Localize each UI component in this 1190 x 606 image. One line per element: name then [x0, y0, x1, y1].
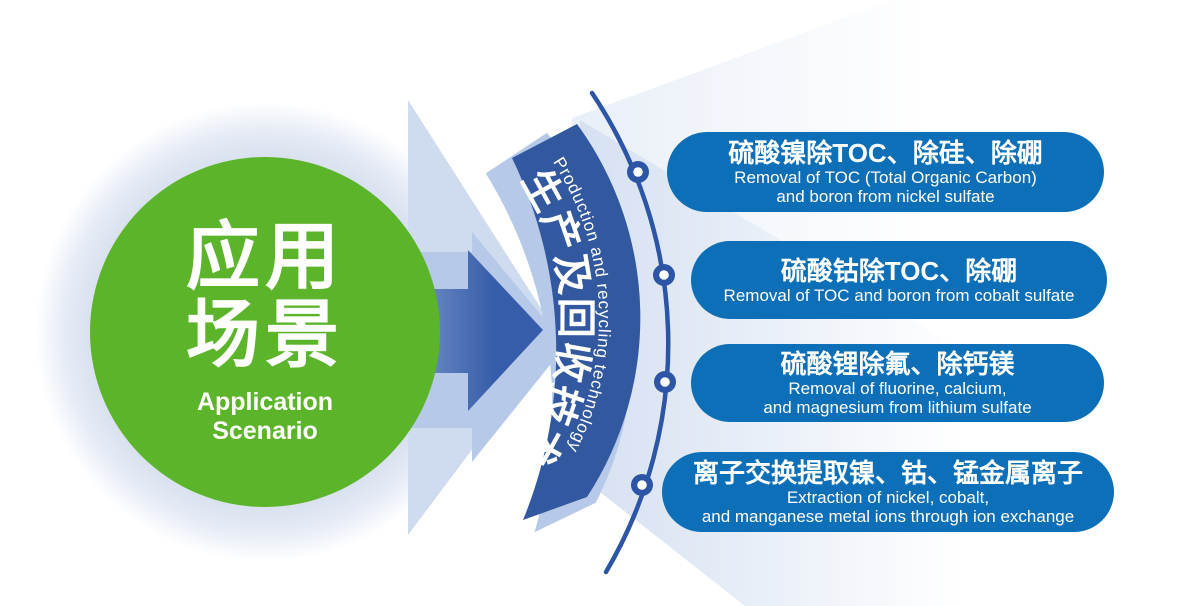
card-desc-en-line2: and magnesium from lithium sulfate	[763, 398, 1032, 417]
timeline-curve	[589, 90, 671, 575]
curved-banner	[512, 124, 641, 520]
card-desc-en-line1: Removal of TOC (Total Organic Carbon)	[734, 168, 1037, 187]
scenario-card-2: 硫酸钴除TOC、除硼 Removal of TOC and boron from…	[691, 241, 1107, 319]
scenario-card-3: 硫酸锂除氟、除钙镁 Removal of fluorine, calcium, …	[691, 344, 1104, 422]
card-desc-en-line2: and boron from nickel sulfate	[776, 187, 995, 206]
card-desc-en-line2: and manganese metal ions through ion exc…	[701, 507, 1075, 526]
card-desc-en-line1: Removal of fluorine, calcium,	[788, 379, 1007, 398]
application-circle	[90, 157, 440, 507]
scenario-card-4: 离子交换提取镍、钴、锰金属离子 Extraction of nickel, co…	[662, 452, 1114, 532]
timeline-node-4	[631, 474, 653, 496]
timeline-node-1	[627, 161, 649, 183]
card-title-cn: 硫酸钴除TOC、除硼	[780, 255, 1018, 286]
scenario-card-1: 硫酸镍除TOC、除硅、除硼 Removal of TOC (Total Orga…	[667, 132, 1104, 212]
card-title-cn: 硫酸镍除TOC、除硅、除硼	[728, 138, 1043, 168]
card-desc-en-line1: Extraction of nickel, cobalt,	[786, 488, 990, 507]
card-desc-en-line1: Removal of TOC and boron from cobalt sul…	[723, 285, 1075, 305]
card-title-cn: 离子交换提取镍、钴、锰金属离子	[692, 458, 1083, 488]
card-title-cn: 硫酸锂除氟、除钙镁	[780, 349, 1015, 379]
timeline-node-2	[653, 264, 675, 286]
timeline-node-3	[654, 371, 676, 393]
